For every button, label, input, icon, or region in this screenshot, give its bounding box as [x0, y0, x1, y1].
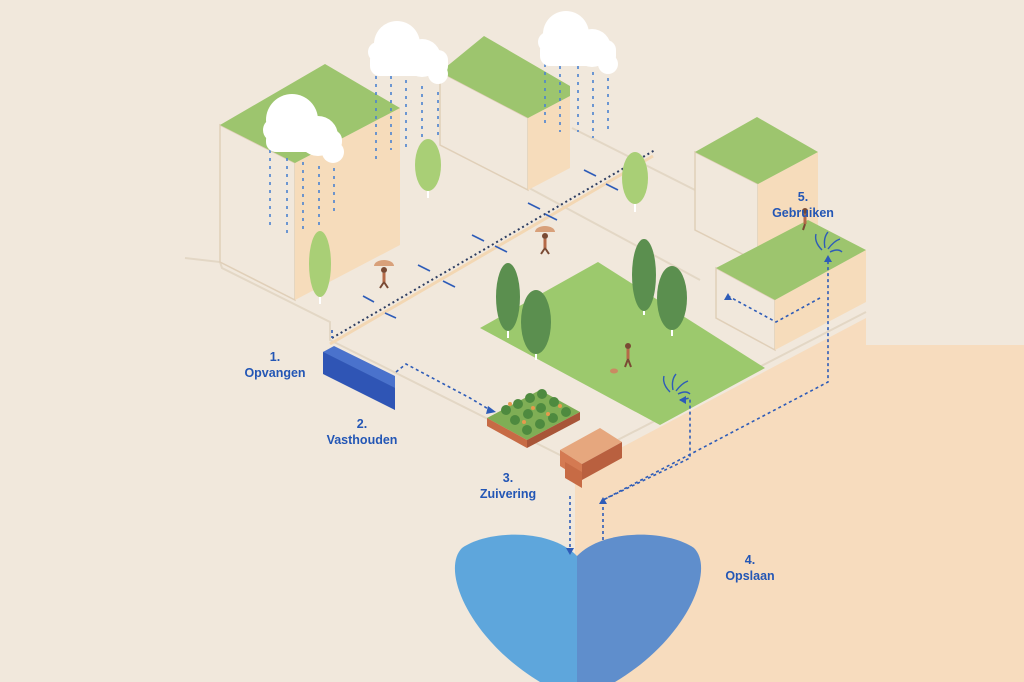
building-center	[439, 36, 570, 192]
step-1-label: 1. Opvangen	[244, 349, 305, 381]
tree-icon	[496, 263, 520, 338]
tree-icon	[309, 231, 331, 304]
step-title: Vasthouden	[326, 433, 398, 447]
tree-icon	[622, 152, 648, 212]
step-number: 4.	[744, 553, 756, 567]
step-3-label: 3. Zuivering	[480, 470, 536, 502]
cloud-icon	[368, 21, 448, 84]
step-title: Zuivering	[479, 487, 537, 501]
inflow-arrows	[362, 169, 619, 319]
step-number: 2.	[356, 417, 368, 431]
street-gutter	[331, 149, 656, 339]
tree-icon	[632, 239, 656, 315]
step-number: 5.	[797, 190, 809, 204]
step-number: 3.	[502, 471, 514, 485]
person-with-umbrella-icon	[535, 226, 555, 255]
dog-walker-icon	[610, 343, 632, 374]
cloud-icon	[538, 11, 618, 74]
step-title: Gebruiken	[772, 206, 834, 220]
collection-tank	[323, 346, 395, 410]
arrow-heads	[486, 255, 832, 555]
step-4-label: 4. Opslaan	[725, 552, 774, 584]
sprinkler-icon	[814, 231, 843, 253]
step-title: Opvangen	[244, 366, 306, 380]
tree-icon	[521, 290, 551, 360]
step-number: 1.	[269, 350, 281, 364]
rain	[269, 48, 609, 238]
street-gutter-edge	[329, 154, 654, 346]
tree-icon	[657, 266, 687, 336]
step-2-label: 2. Vasthouden	[327, 416, 398, 448]
park-lawn	[480, 262, 765, 425]
storage-reservoir	[454, 534, 702, 682]
step-5-label: 5. Gebruiken	[772, 189, 834, 221]
person-with-umbrella-icon	[374, 260, 394, 289]
cloud-icon	[263, 94, 344, 163]
tree-icon	[415, 139, 441, 198]
building-right	[694, 117, 866, 352]
step-title: Opslaan	[725, 569, 775, 583]
purification-planter	[487, 389, 622, 488]
flow-arrows	[331, 258, 829, 550]
sprinkler-icon	[662, 373, 691, 395]
person-icon	[802, 208, 808, 231]
